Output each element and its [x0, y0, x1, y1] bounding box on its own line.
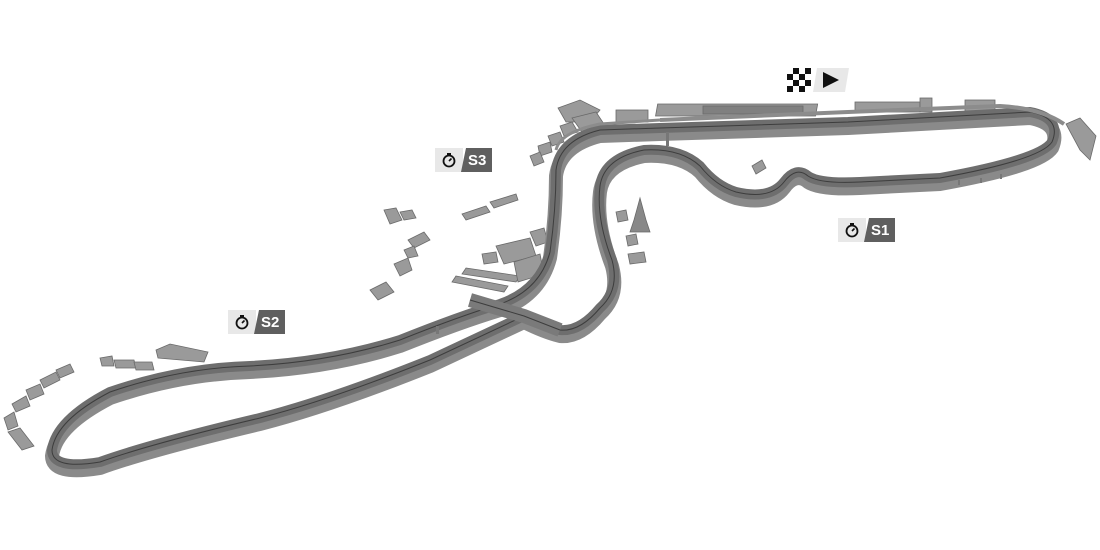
track-surface [47, 107, 1060, 470]
buildings [3, 97, 1097, 451]
track-markers [436, 132, 1002, 334]
sector-name: S1 [864, 218, 896, 242]
stopwatch-icon [838, 218, 866, 242]
sector-name: S3 [461, 148, 493, 172]
checkered-flag-icon [787, 68, 811, 92]
play-arrow-icon [823, 72, 839, 88]
pit-lane [659, 103, 1066, 126]
sector-label-s3: S3 [435, 148, 493, 172]
stopwatch-icon [435, 148, 463, 172]
sector-name: S2 [254, 310, 286, 334]
sector-label-s2: S2 [228, 310, 286, 334]
stopwatch-icon [228, 310, 256, 334]
sector-label-s1: S1 [838, 218, 896, 242]
start-finish-marker [785, 68, 849, 92]
